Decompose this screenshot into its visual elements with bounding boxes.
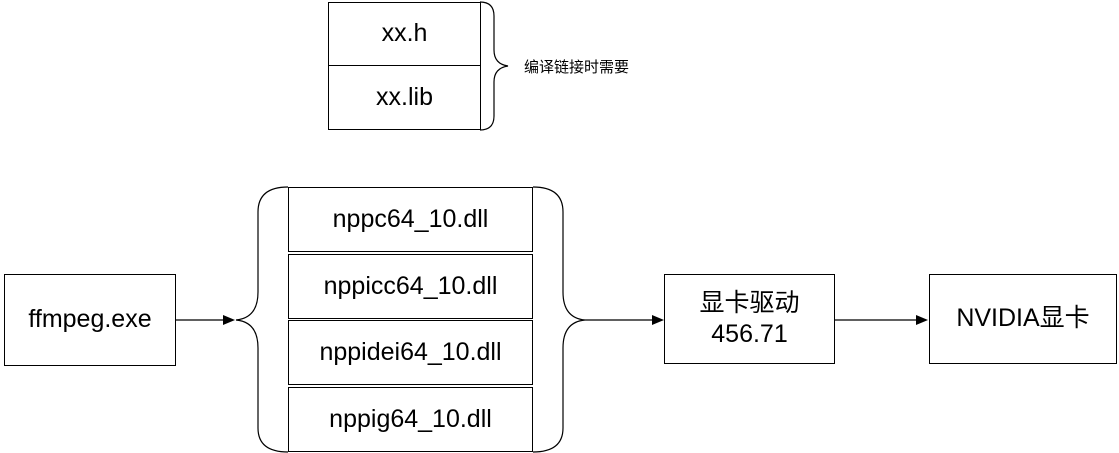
dll-left-brace — [235, 186, 289, 453]
arrowhead-exe-to-dlls — [223, 315, 235, 325]
lib-file-label: xx.lib — [376, 82, 433, 111]
driver-box: 显卡驱动 456.71 — [664, 274, 835, 364]
arrowhead-dlls-to-driver — [652, 315, 664, 325]
dll-box-nppicc: nppicc64_10.dll — [288, 254, 533, 319]
arrowhead-driver-to-gpu — [916, 315, 928, 325]
dll-label: nppicc64_10.dll — [323, 271, 498, 300]
header-file-label: xx.h — [381, 19, 428, 48]
header-file-box: xx.h — [328, 2, 481, 66]
executable-label: ffmpeg.exe — [28, 305, 152, 334]
dll-label: nppidei64_10.dll — [319, 337, 502, 366]
dll-box-nppig: nppig64_10.dll — [288, 387, 533, 452]
dll-right-brace — [532, 186, 586, 453]
dll-box-nppc: nppc64_10.dll — [288, 187, 533, 252]
executable-box: ffmpeg.exe — [4, 274, 176, 366]
dll-box-nppidei: nppidei64_10.dll — [288, 320, 533, 385]
header-brace — [479, 1, 509, 131]
dll-label: nppc64_10.dll — [332, 204, 489, 233]
gpu-label: NVIDIA显卡 — [956, 304, 1090, 333]
lib-file-box: xx.lib — [328, 65, 481, 130]
driver-version: 456.71 — [711, 320, 788, 348]
dll-label: nppig64_10.dll — [329, 404, 492, 433]
header-note: 编译链接时需要 — [524, 58, 630, 76]
gpu-box: NVIDIA显卡 — [929, 274, 1117, 364]
driver-title: 显卡驱动 — [699, 288, 800, 317]
